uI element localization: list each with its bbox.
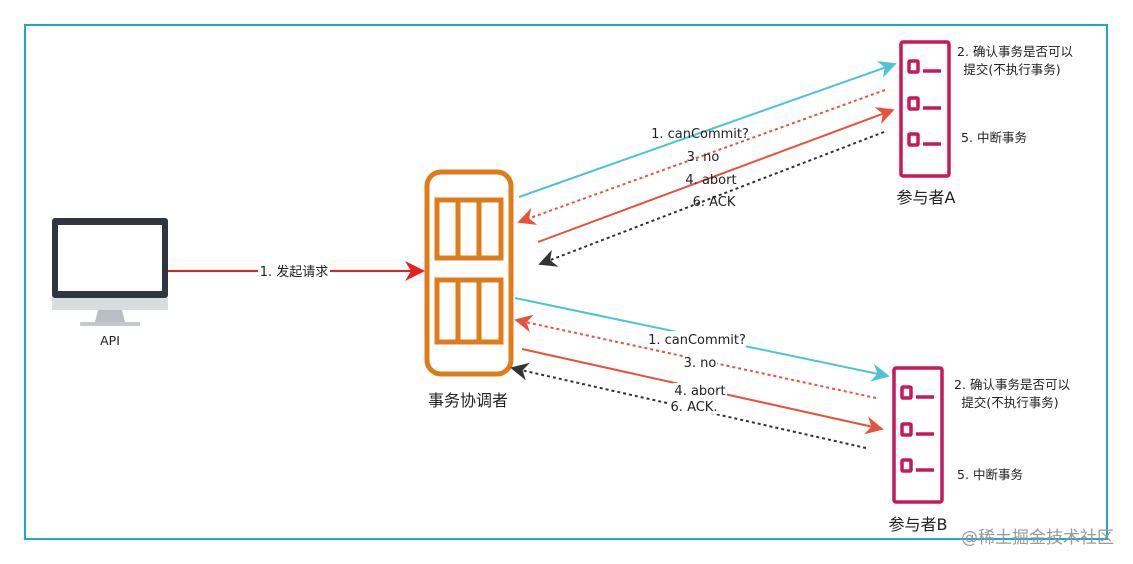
participant-b-label: 参与者B xyxy=(889,515,948,534)
note-b-confirm-line2: 提交(不执行事务) xyxy=(961,395,1058,410)
edge-api-request-label: 1. 发起请求 xyxy=(260,264,329,280)
edge-a-no xyxy=(517,89,886,225)
edge-a-abort xyxy=(537,107,895,243)
note-a-interrupt: 5. 中断事务 xyxy=(961,130,1027,145)
edge-a-can-commit-label: 1. canCommit? xyxy=(651,127,749,142)
note-a-confirm-line1: 2. 确认事务是否可以 xyxy=(957,44,1073,59)
edge-b-no-label: 3. no xyxy=(684,356,717,371)
diagram-frame xyxy=(24,24,1108,540)
note-b-confirm-line1: 2. 确认事务是否可以 xyxy=(954,377,1070,392)
edge-b-ack-label: 6. ACK. xyxy=(671,400,718,415)
coordinator-label: 事务协调者 xyxy=(428,391,508,410)
edge-a-abort-label: 4. abort xyxy=(685,173,736,188)
participant-a-label: 参与者A xyxy=(897,188,956,207)
edge-b-abort-label: 4. abort xyxy=(674,384,725,399)
api-label: API xyxy=(100,333,120,348)
participant-a-icon xyxy=(899,40,951,178)
participant-b-icon xyxy=(892,366,944,504)
edge-a-ack-label: 6. ACK xyxy=(693,195,736,210)
edge-a-no-label: 3. no xyxy=(687,150,720,165)
note-b-interrupt: 5. 中断事务 xyxy=(957,467,1023,482)
edge-a-can-commit xyxy=(518,60,897,198)
watermark: @稀土掘金技术社区 xyxy=(961,528,1114,548)
edge-b-no xyxy=(514,314,877,399)
coordinator-icon xyxy=(424,169,514,377)
note-a-confirm-line2: 提交(不执行事务) xyxy=(963,62,1060,77)
edge-a-ack xyxy=(538,131,885,267)
edge-b-can-commit-label: 1. canCommit? xyxy=(648,333,746,348)
monitor-icon xyxy=(52,218,168,326)
